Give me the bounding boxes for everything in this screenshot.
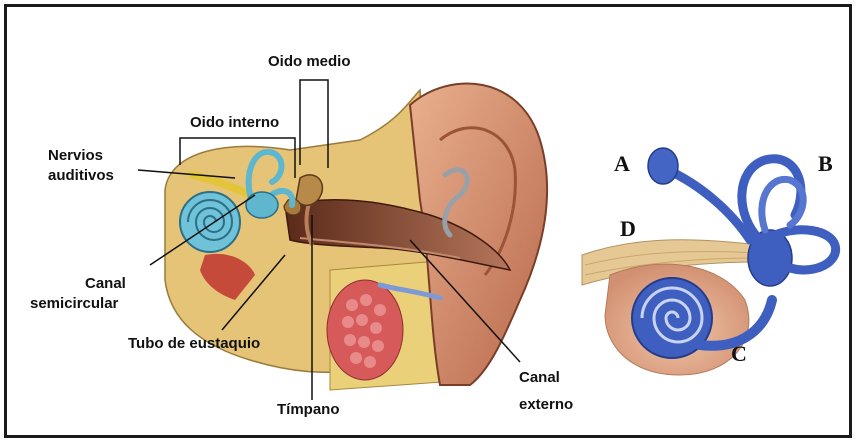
letter-d: D (620, 216, 636, 241)
letter-b: B (818, 151, 833, 176)
label-tubo-eustaquio: Tubo de eustaquio (128, 335, 260, 352)
letter-c: C (731, 341, 747, 366)
label-oido-interno: Oido interno (190, 114, 279, 131)
letter-a: A (614, 151, 630, 176)
label-nervios-1: Nervios (48, 147, 103, 164)
label-canal-semicircular-1: Canal (85, 275, 126, 292)
label-canal-externo-2: externo (519, 396, 573, 413)
label-nervios-2: auditivos (48, 167, 114, 184)
inner-ear-detail (582, 148, 836, 375)
label-canal-semicircular-2: semicircular (30, 295, 119, 312)
label-timpano: Tímpano (277, 401, 340, 418)
label-oido-medio: Oido medio (268, 53, 351, 70)
label-canal-externo-1: Canal (519, 369, 560, 386)
